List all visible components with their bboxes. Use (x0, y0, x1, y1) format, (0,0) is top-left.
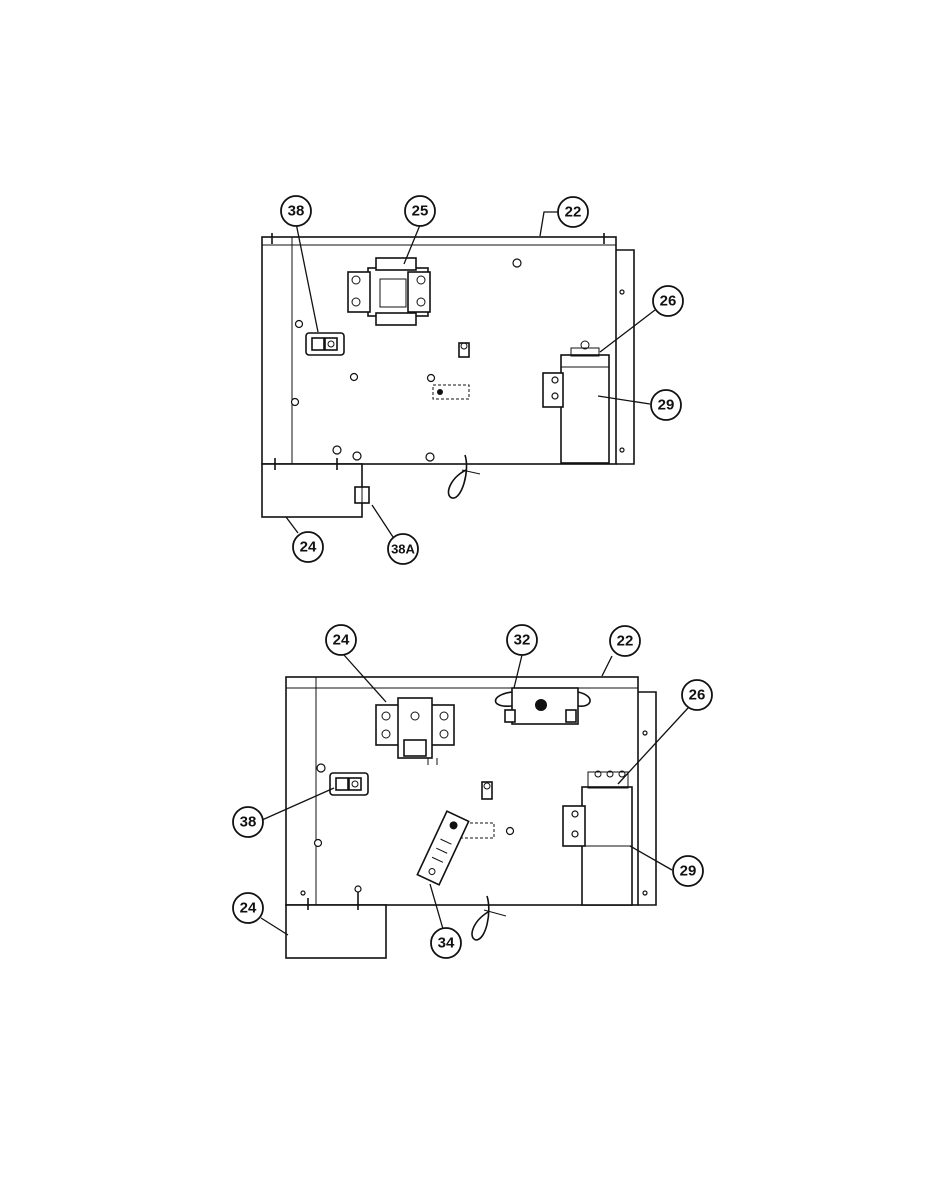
callout-label: 24 (300, 539, 317, 556)
callout-24-top: 24 (292, 531, 324, 563)
bottom-junction-box (285, 904, 387, 959)
bottom-side-flange (638, 691, 657, 906)
callout-label: 38 (240, 814, 257, 831)
callout-24-bottom-box: 24 (232, 892, 264, 924)
top-junction-box (261, 463, 363, 518)
bottom-capacitor (562, 770, 633, 906)
callout-label: 26 (660, 293, 677, 310)
top-control-panel (261, 236, 617, 465)
top-ground-wire (447, 454, 468, 499)
callout-26-bottom: 26 (681, 679, 713, 711)
callout-label: 25 (412, 203, 429, 220)
callout-34-bottom: 34 (430, 927, 462, 959)
bottom-transformer (494, 687, 591, 725)
callout-32-bottom: 32 (506, 624, 538, 656)
callout-24-bottom-contactor: 24 (325, 624, 357, 656)
callout-label: 34 (438, 935, 455, 952)
top-capacitor (542, 340, 610, 464)
bottom-relay (416, 810, 470, 886)
callout-label: 26 (689, 687, 706, 704)
callout-29-bottom: 29 (672, 855, 704, 887)
callout-label: 22 (565, 204, 582, 221)
callout-25-top: 25 (404, 195, 436, 227)
bottom-ground-wire (471, 895, 490, 941)
callout-label: 24 (240, 900, 257, 917)
bottom-contactor (375, 697, 455, 765)
callout-label: 29 (658, 397, 675, 414)
bottom-rocker-switch (329, 772, 369, 796)
callout-label: 29 (680, 863, 697, 880)
bottom-assembly-view (260, 654, 689, 959)
top-rocker-switch (305, 332, 345, 356)
callout-38-bottom: 38 (232, 806, 264, 838)
callout-38a-top: 38A (387, 533, 419, 565)
callout-22-bottom: 22 (609, 625, 641, 657)
callout-label: 38 (288, 203, 305, 220)
bottom-control-panel (285, 676, 639, 906)
callout-label: 32 (514, 632, 531, 649)
callout-26-top: 26 (652, 285, 684, 317)
callout-label: 38A (391, 542, 415, 557)
callout-label: 22 (617, 633, 634, 650)
top-side-flange (616, 249, 635, 465)
callout-29-top: 29 (650, 389, 682, 421)
callout-38-top: 38 (280, 195, 312, 227)
callout-label: 24 (333, 632, 350, 649)
top-assembly-view (261, 211, 656, 538)
callout-22-top: 22 (557, 196, 589, 228)
top-contactor (347, 257, 431, 326)
